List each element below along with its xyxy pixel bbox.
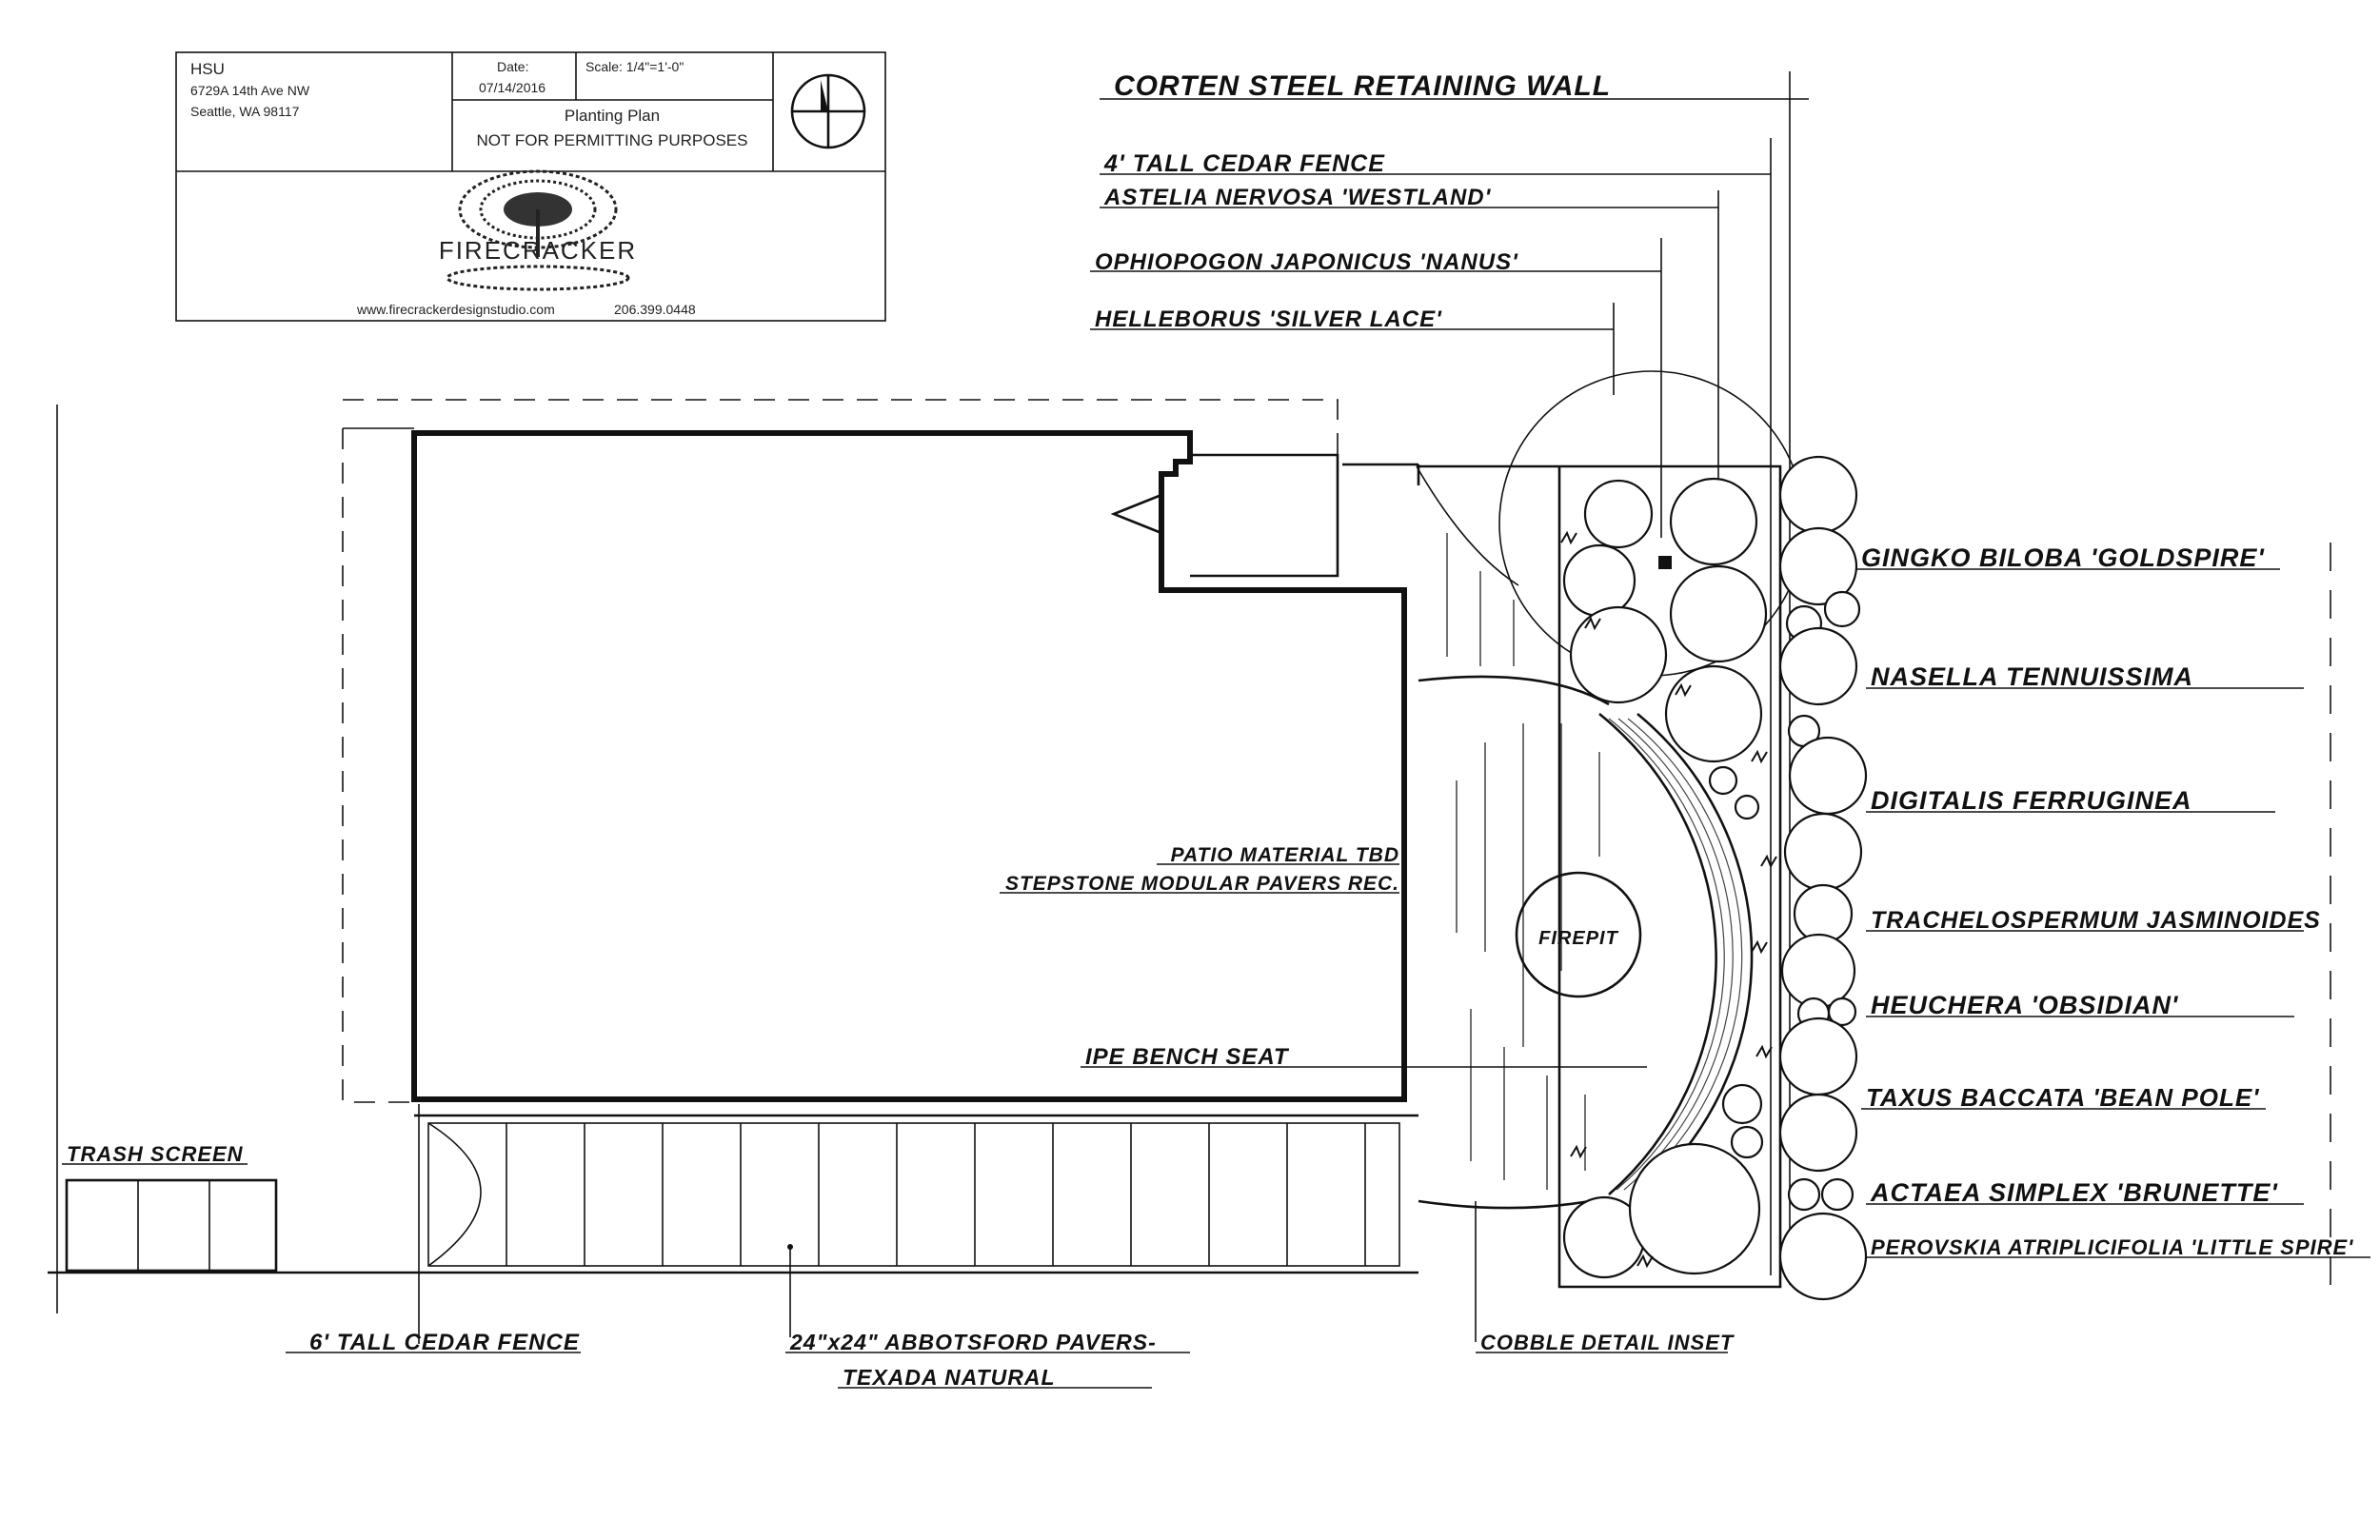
planting-bed (1498, 370, 1868, 1301)
label-pavers-line2: TEXADA NATURAL (843, 1365, 1056, 1390)
patio-callouts: PATIO MATERIAL TBD STEPSTONE MODULAR PAV… (1000, 844, 1647, 1070)
label-actaea: ACTAEA SIMPLEX 'BRUNETTE' (1870, 1178, 2278, 1207)
label-nasella: NASELLA TENNUISSIMA (1871, 662, 2193, 691)
label-ipe-bench: IPE BENCH SEAT (1085, 1044, 1290, 1070)
label-stepstone: STEPSTONE MODULAR PAVERS REC. (1005, 873, 1399, 895)
label-cobble: COBBLE DETAIL INSET (1480, 1331, 1735, 1354)
label-cedar-fence-4ft: 4' TALL CEDAR FENCE (1103, 150, 1385, 177)
date-label: Date: (497, 59, 528, 74)
website-text: www.firecrackerdesignstudio.com (356, 302, 555, 317)
label-cedar-fence-6ft: 6' TALL CEDAR FENCE (309, 1330, 580, 1355)
label-perovskia: PEROVSKIA ATRIPLICIFOLIA 'LITTLE SPIRE' (1871, 1235, 2353, 1259)
label-helleborus: HELLEBORUS 'SILVER LACE' (1095, 306, 1442, 332)
address-line-1: 6729A 14th Ave NW (190, 83, 310, 98)
plan-title: Planting Plan (565, 107, 660, 125)
label-trash-screen: TRASH SCREEN (67, 1142, 244, 1166)
label-trachelospermum: TRACHELOSPERMUM JASMINOIDES (1871, 907, 2321, 934)
date-value: 07/14/2016 (479, 80, 545, 95)
scale-text: Scale: 1/4"=1'-0" (585, 59, 684, 74)
phone-text: 206.399.0448 (614, 302, 696, 317)
plant-callouts: GINGKO BILOBA 'GOLDSPIRE' NASELLA TENNUI… (1856, 543, 2370, 1259)
address-line-2: Seattle, WA 98117 (190, 104, 300, 119)
label-ginkgo: GINGKO BILOBA 'GOLDSPIRE' (1861, 543, 2265, 572)
plan-note: NOT FOR PERMITTING PURPOSES (477, 131, 748, 149)
label-heuchera: HEUCHERA 'OBSIDIAN' (1871, 991, 2179, 1019)
north-arrow-icon (790, 73, 866, 149)
label-taxus: TAXUS BACCATA 'BEAN POLE' (1866, 1083, 2259, 1112)
label-pavers-line1: 24"x24" ABBOTSFORD PAVERS- (789, 1330, 1157, 1354)
house-outline (342, 399, 1420, 1103)
label-corten-wall: CORTEN STEEL RETAINING WALL (1114, 70, 1611, 102)
brand-name: FIRECRACKER (439, 236, 637, 265)
bottom-callouts: 6' TALL CEDAR FENCE 24"x24" ABBOTSFORD P… (286, 1104, 1735, 1390)
title-block: HSU 6729A 14th Ave NW Seattle, WA 98117 … (175, 51, 886, 322)
label-patio-material: PATIO MATERIAL TBD (1171, 844, 1399, 866)
firecracker-tree-logo-icon (446, 169, 630, 291)
client-name: HSU (190, 60, 225, 78)
top-callouts: CORTEN STEEL RETAINING WALL 4' TALL CEDA… (1090, 70, 1809, 1285)
label-astelia: ASTELIA NERVOSA 'WESTLAND' (1103, 185, 1492, 210)
label-firepit: FIREPIT (1538, 928, 1618, 949)
label-digitalis: DIGITALIS FERRUGINEA (1871, 786, 2192, 815)
trash-screen: TRASH SCREEN (62, 1142, 278, 1273)
paver-row (48, 1114, 1418, 1274)
